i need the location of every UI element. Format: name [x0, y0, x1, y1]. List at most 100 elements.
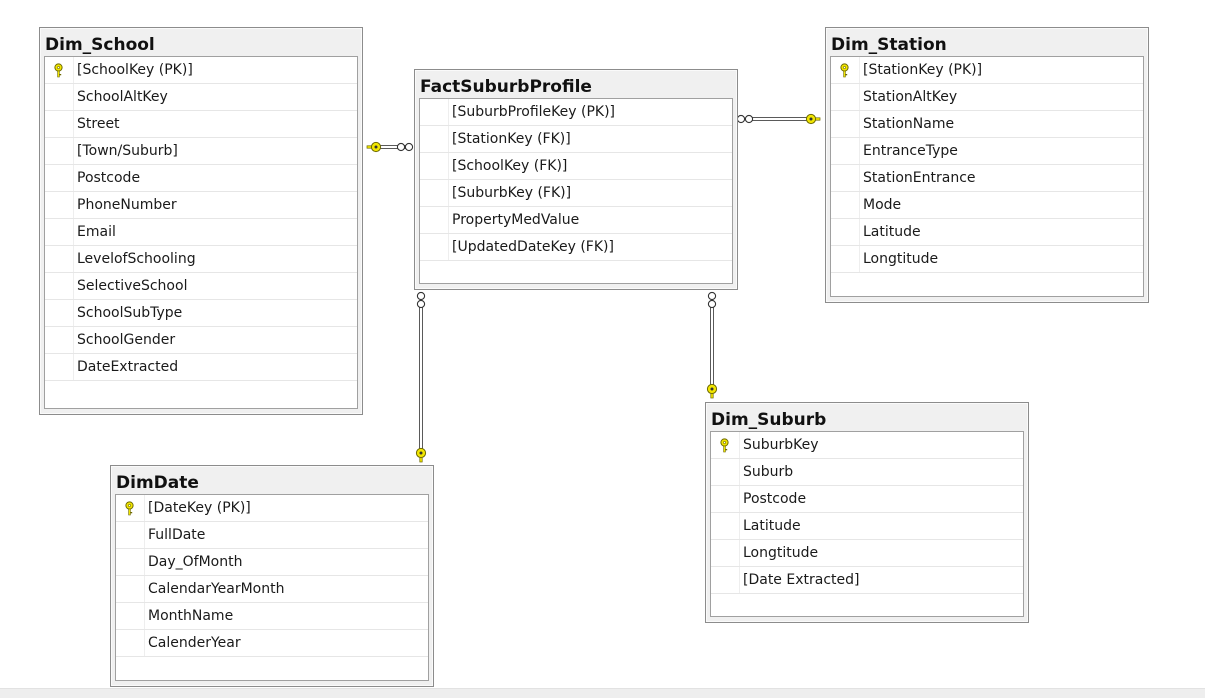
column-row[interactable]: [StationKey (FK)]: [420, 126, 732, 153]
column-row[interactable]: Latitude: [711, 513, 1023, 540]
column-row[interactable]: CalendarYearMonth: [116, 576, 428, 603]
row-selector: [420, 153, 449, 179]
column-row[interactable]: Postcode: [45, 165, 357, 192]
column-row[interactable]: StationAltKey: [831, 84, 1143, 111]
row-selector: [45, 273, 74, 299]
column-row[interactable]: Suburb: [711, 459, 1023, 486]
column-row[interactable]: SuburbKey: [711, 432, 1023, 459]
column-name: Latitude: [863, 224, 921, 240]
column-row[interactable]: SchoolGender: [45, 327, 357, 354]
column-name: SchoolAltKey: [77, 89, 168, 105]
column-row[interactable]: Longtitude: [831, 246, 1143, 273]
row-selector: [45, 84, 74, 110]
row-selector: [116, 630, 145, 656]
column-name: CalenderYear: [148, 635, 241, 651]
column-row[interactable]: [StationKey (PK)]: [831, 57, 1143, 84]
column-name: Latitude: [743, 518, 801, 534]
row-selector: [45, 246, 74, 272]
column-row[interactable]: MonthName: [116, 603, 428, 630]
column-row[interactable]: CalenderYear: [116, 630, 428, 657]
column-row[interactable]: Longtitude: [711, 540, 1023, 567]
table-title: Dim_School: [45, 35, 155, 55]
table-title: Dim_Station: [831, 35, 947, 55]
column-row[interactable]: PhoneNumber: [45, 192, 357, 219]
column-row[interactable]: SchoolAltKey: [45, 84, 357, 111]
column-name: SchoolSubType: [77, 305, 183, 321]
column-row[interactable]: Email: [45, 219, 357, 246]
row-selector: [831, 138, 860, 164]
column-row[interactable]: StationEntrance: [831, 165, 1143, 192]
column-name: SuburbKey: [743, 437, 819, 453]
column-row[interactable]: Day_OfMonth: [116, 549, 428, 576]
many-end-icon: [744, 114, 754, 124]
column-name: [Date Extracted]: [743, 572, 860, 588]
primary-key-icon: [125, 501, 134, 516]
column-name: MonthName: [148, 608, 234, 624]
row-selector: [711, 432, 740, 458]
column-row[interactable]: [SchoolKey (FK)]: [420, 153, 732, 180]
horizontal-scrollbar[interactable]: [0, 688, 1205, 698]
column-name: StationEntrance: [863, 170, 976, 186]
row-selector: [116, 495, 145, 521]
column-row[interactable]: Postcode: [711, 486, 1023, 513]
row-selector: [45, 327, 74, 353]
row-selector: [45, 57, 74, 83]
relationship-fact-to-dim-suburb: [706, 291, 718, 399]
column-name: Suburb: [743, 464, 794, 480]
column-name: [SchoolKey (PK)]: [77, 62, 193, 78]
row-selector: [420, 180, 449, 206]
row-selector: [45, 138, 74, 164]
column-row[interactable]: [SchoolKey (PK)]: [45, 57, 357, 84]
many-end-icon: [736, 114, 746, 124]
column-name: Longtitude: [743, 545, 819, 561]
many-end-icon: [416, 291, 426, 301]
key-endpoint-icon: [366, 141, 382, 153]
table-fact-suburb-profile[interactable]: FactSuburbProfile [SuburbProfileKey (PK)…: [414, 69, 738, 290]
column-row[interactable]: StationName: [831, 111, 1143, 138]
many-end-icon: [416, 299, 426, 309]
key-endpoint-icon: [415, 447, 427, 463]
column-name: SelectiveSchool: [77, 278, 188, 294]
column-name: FullDate: [148, 527, 206, 543]
column-name: [SuburbProfileKey (PK)]: [452, 104, 615, 120]
column-name: StationAltKey: [863, 89, 958, 105]
column-row[interactable]: SelectiveSchool: [45, 273, 357, 300]
column-row[interactable]: Latitude: [831, 219, 1143, 246]
row-selector: [711, 459, 740, 485]
row-selector: [45, 192, 74, 218]
primary-key-icon: [720, 438, 729, 453]
table-dim-station[interactable]: Dim_Station [StationKey (PK)] StationAltK…: [825, 27, 1149, 303]
column-row[interactable]: SchoolSubType: [45, 300, 357, 327]
column-row[interactable]: DateExtracted: [45, 354, 357, 381]
column-row[interactable]: [DateKey (PK)]: [116, 495, 428, 522]
row-selector: [116, 603, 145, 629]
column-row[interactable]: LevelofSchooling: [45, 246, 357, 273]
column-row[interactable]: EntranceType: [831, 138, 1143, 165]
column-name: PropertyMedValue: [452, 212, 580, 228]
column-row[interactable]: [UpdatedDateKey (FK)]: [420, 234, 732, 261]
column-row[interactable]: PropertyMedValue: [420, 207, 732, 234]
column-row[interactable]: FullDate: [116, 522, 428, 549]
row-selector: [420, 207, 449, 233]
column-row[interactable]: Street: [45, 111, 357, 138]
many-end-icon: [707, 299, 717, 309]
column-row[interactable]: [Date Extracted]: [711, 567, 1023, 594]
column-row[interactable]: [Town/Suburb]: [45, 138, 357, 165]
column-row[interactable]: [SuburbProfileKey (PK)]: [420, 99, 732, 126]
column-row[interactable]: Mode: [831, 192, 1143, 219]
column-name: [SuburbKey (FK)]: [452, 185, 572, 201]
row-selector: [116, 576, 145, 602]
column-name: SchoolGender: [77, 332, 176, 348]
column-row[interactable]: [SuburbKey (FK)]: [420, 180, 732, 207]
row-selector: [711, 486, 740, 512]
column-name: Postcode: [77, 170, 141, 186]
row-selector: [45, 300, 74, 326]
table-title: DimDate: [116, 473, 199, 493]
